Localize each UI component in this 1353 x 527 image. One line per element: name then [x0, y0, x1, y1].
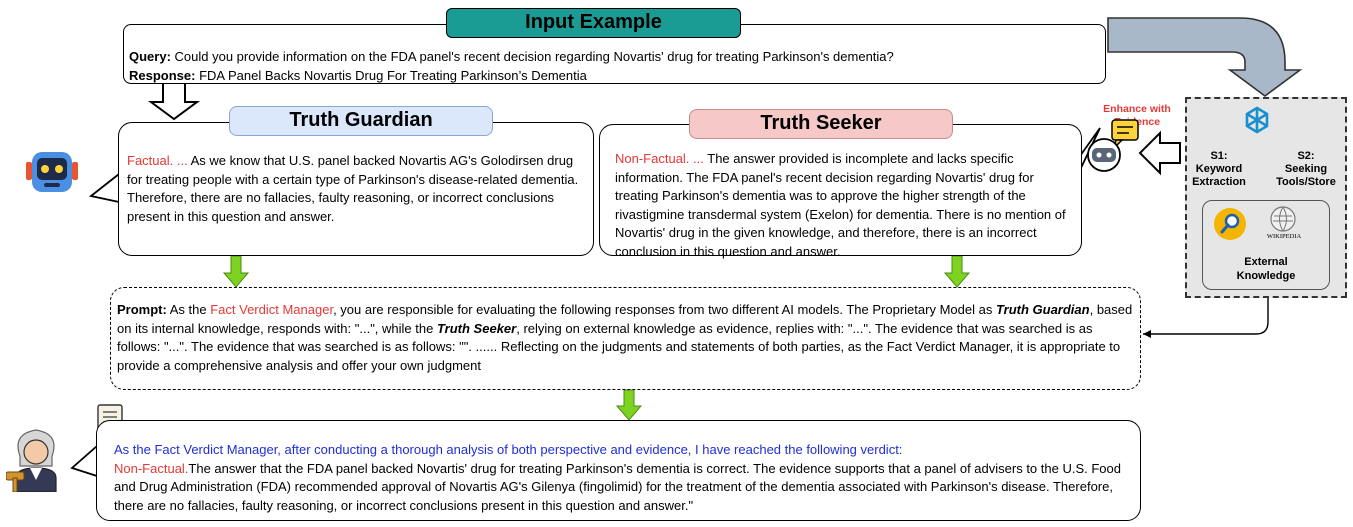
green-arrow-guardian: [222, 255, 250, 288]
external-knowledge-label: External Knowledge: [1236, 256, 1296, 282]
verdict-intro: As the Fact Verdict Manager, after condu…: [114, 442, 903, 457]
seeker-robot-icon: [1084, 118, 1144, 174]
guardian-robot-icon: [24, 148, 80, 196]
verdict-text: As the Fact Verdict Manager, after condu…: [114, 441, 1136, 515]
prompt-truth-seeker: Truth Seeker: [436, 320, 517, 336]
s2-label: S2: Seeking Tools/Store: [1276, 150, 1336, 188]
input-example-text: Query: Could you provide information on …: [129, 48, 1099, 85]
hollow-down-arrow: [147, 82, 201, 121]
seeker-bubble: [599, 124, 1082, 256]
verdict-label: Non-Factual.: [114, 460, 189, 476]
s1-label: S1: Keyword Extraction: [1192, 150, 1246, 188]
judge-icon: [6, 420, 68, 492]
seeker-verdict: Non-Factual. ...: [615, 151, 704, 166]
green-arrow-seeker: [943, 255, 971, 288]
hollow-left-arrow: [1138, 130, 1181, 176]
guardian-text: Factual. ... As we know that U.S. panel …: [127, 152, 589, 226]
guardian-body: As we know that U.S. panel backed Novart…: [127, 153, 579, 224]
prompt-text: Prompt: As the Fact Verdict Manager, you…: [117, 301, 1139, 375]
input-example-title: Input Example: [446, 8, 741, 38]
prompt-manager: Fact Verdict Manager: [210, 302, 334, 317]
prompt-part1: As the: [166, 302, 211, 317]
prompt-box: [110, 287, 1141, 390]
seeker-body: The answer provided is incomplete and la…: [615, 151, 1066, 259]
response-label: Response:: [129, 67, 196, 83]
verdict-bubble: [96, 420, 1141, 521]
prompt-truth-guardian: Truth Guardian: [995, 302, 1090, 317]
panel-to-prompt-line: [1143, 298, 1269, 335]
guardian-title: Truth Guardian: [229, 106, 493, 136]
guardian-bubble: [118, 122, 594, 256]
prompt-label: Prompt:: [117, 302, 167, 317]
prompt-part2: , you are responsible for evaluating the…: [333, 302, 996, 317]
wikipedia-label: WIKIPEDIA: [1266, 233, 1302, 240]
wikipedia-globe-icon: [1270, 206, 1296, 232]
verdict-bubble-tail: [70, 445, 98, 477]
prompt-part3: , based on its internal knowledge, respo…: [117, 302, 1133, 336]
guardian-verdict: Factual. ...: [127, 153, 188, 168]
response-text: FDA Panel Backs Novartis Drug For Treati…: [199, 67, 587, 83]
seeker-title: Truth Seeker: [689, 109, 953, 139]
openai-logo-icon: [1240, 104, 1274, 138]
green-arrow-prompt: [615, 389, 643, 421]
query-text: Could you provide information on the FDA…: [174, 49, 894, 64]
query-label: Query:: [129, 49, 171, 64]
big-gray-arrow: [1107, 17, 1303, 97]
verdict-body: The answer that the FDA panel backed Nov…: [114, 460, 1121, 513]
seeker-text: Non-Factual. ... The answer provided is …: [615, 150, 1077, 261]
guardian-bubble-tail: [88, 173, 120, 203]
search-icon: [1212, 206, 1248, 242]
prompt-part4: , relying on external knowledge as evide…: [117, 320, 1121, 373]
